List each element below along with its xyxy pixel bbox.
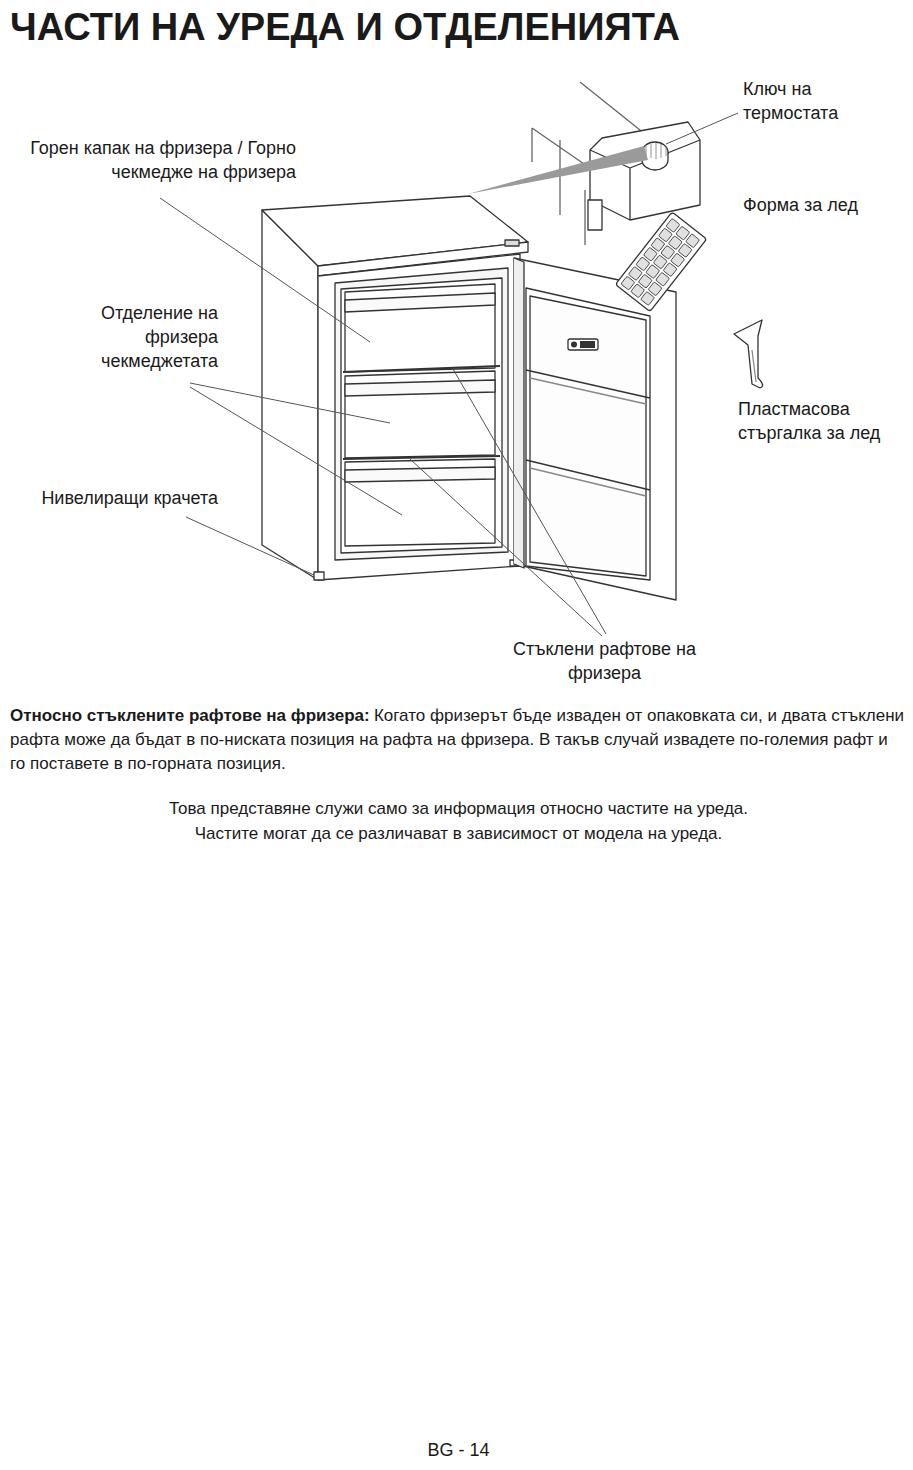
bracket xyxy=(588,200,602,230)
page-title: ЧАСТИ НА УРЕДА И ОТДЕЛЕНИЯТА xyxy=(10,4,680,50)
leveling-foot xyxy=(314,572,324,580)
leader-line xyxy=(160,113,738,636)
note-heading: Относно стъклените рафтове на фризера: xyxy=(10,706,370,725)
freezer-drawers xyxy=(345,284,495,546)
note-paragraph: Относно стъклените рафтове на фризера:Ко… xyxy=(10,704,905,776)
note-line: Това представяне служи само за информаци… xyxy=(2,797,913,821)
part-label: Пластмасова стъргалка за лед xyxy=(738,397,908,445)
ice-tray xyxy=(615,212,706,312)
part-label: Ключ на термостата xyxy=(743,77,868,125)
door-badge xyxy=(568,339,598,350)
note-line: Частите могат да се различават в зависим… xyxy=(2,822,913,846)
part-label: Нивелиращи крачета xyxy=(8,486,218,510)
part-label: Стъклени рафтове на фризера xyxy=(492,637,717,685)
part-label: Горен капак на фризера / Горно чекмедже … xyxy=(8,136,296,184)
cabinet-front xyxy=(318,254,520,580)
page-number: BG - 14 xyxy=(2,1438,913,1462)
ice-scraper xyxy=(734,320,763,388)
glass-shelf xyxy=(343,366,500,459)
cabinet-side xyxy=(262,210,318,580)
part-label: Отделение на фризера чекмеджетата xyxy=(60,301,218,373)
part-label: Форма за лед xyxy=(743,193,908,217)
